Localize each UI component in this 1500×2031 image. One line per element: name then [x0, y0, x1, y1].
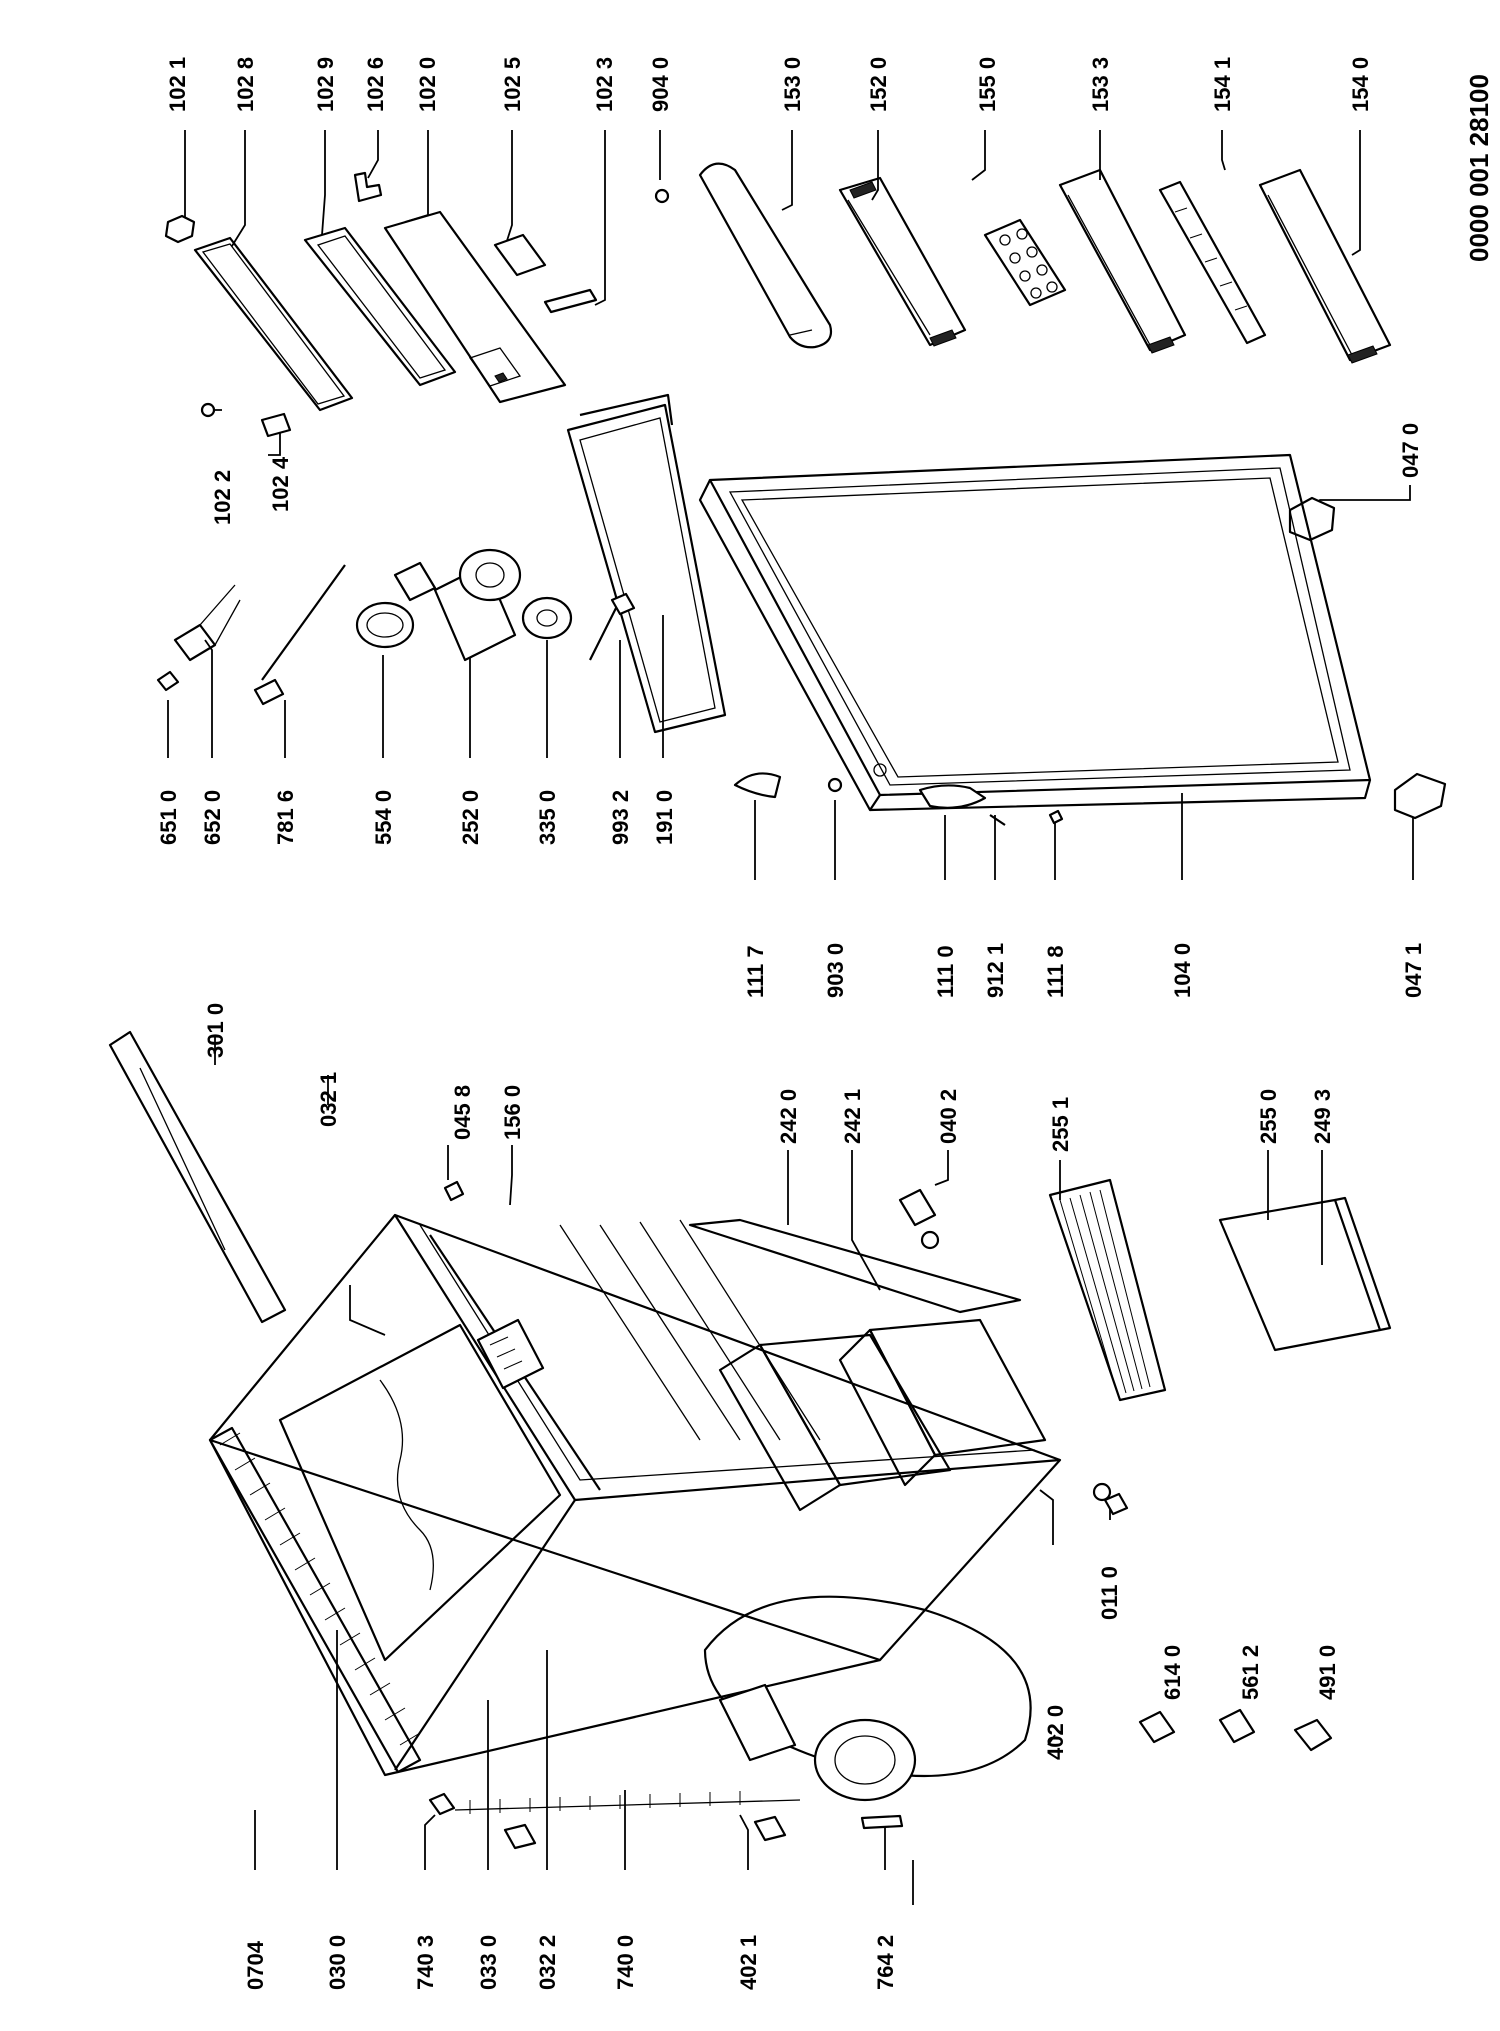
- label-6140: 614 0: [1160, 1645, 1185, 1700]
- label-7403: 740 3: [413, 1935, 438, 1990]
- label-5540: 554 0: [371, 790, 396, 845]
- label-1022: 102 2: [210, 470, 235, 525]
- label-4021: 402 1: [736, 1935, 761, 1990]
- label-9040: 904 0: [648, 57, 673, 112]
- label-1029: 102 9: [313, 57, 338, 112]
- label-1020: 102 0: [415, 57, 440, 112]
- label-6520: 652 0: [200, 790, 225, 845]
- small-parts-upper: [200, 402, 1336, 542]
- label-1021: 102 1: [165, 57, 190, 112]
- label-1025: 102 5: [500, 57, 525, 112]
- label-7816: 781 6: [273, 790, 298, 845]
- label-2493: 249 3: [1310, 1089, 1335, 1144]
- part-labels: 102 1 102 8 102 9 102 6 102 0 102 5 102 …: [156, 57, 1426, 1990]
- small-parts-lower: [1103, 1492, 1333, 1752]
- label-0300: 030 0: [325, 1935, 350, 1990]
- label-1024: 102 4: [268, 456, 293, 512]
- shelves: [1048, 1178, 1392, 1402]
- label-1541: 154 1: [1210, 57, 1235, 112]
- label-1520: 152 0: [866, 57, 891, 112]
- cabinet-body: [108, 1030, 1112, 1850]
- label-2520: 252 0: [458, 790, 483, 845]
- label-0110: 011 0: [1097, 1566, 1122, 1620]
- label-9121: 912 1: [983, 943, 1008, 998]
- label-2421: 242 1: [840, 1089, 865, 1144]
- middle-components: [156, 548, 1447, 826]
- label-1117: 111 7: [743, 945, 768, 998]
- label-4020: 402 0: [1043, 1705, 1068, 1760]
- label-4910: 491 0: [1315, 1645, 1340, 1700]
- label-1530: 153 0: [780, 57, 805, 112]
- label-1026: 102 6: [363, 57, 388, 112]
- label-2420: 242 0: [776, 1089, 801, 1144]
- label-1028: 102 8: [233, 57, 258, 112]
- label-1560: 156 0: [500, 1085, 525, 1140]
- label-2551: 255 1: [1048, 1097, 1073, 1152]
- label-9030: 903 0: [823, 943, 848, 998]
- label-1023: 102 3: [592, 57, 617, 112]
- label-0321: 032 1: [316, 1072, 341, 1127]
- label-0704: 0704: [243, 1940, 268, 1990]
- label-1533: 153 3: [1088, 57, 1113, 112]
- top-row-parts: [164, 162, 1392, 412]
- label-1910: 191 0: [652, 790, 677, 845]
- label-7400: 740 0: [613, 1935, 638, 1990]
- label-0458: 045 8: [450, 1085, 475, 1140]
- label-7642: 764 2: [873, 1935, 898, 1990]
- label-6510: 651 0: [156, 790, 181, 845]
- label-9932: 993 2: [608, 790, 633, 845]
- label-0322: 032 2: [535, 1935, 560, 1990]
- label-0330: 033 0: [476, 1935, 501, 1990]
- label-3350: 335 0: [535, 790, 560, 845]
- label-1540: 154 0: [1348, 57, 1373, 112]
- label-0470: 047 0: [1398, 423, 1423, 478]
- label-1550: 155 0: [975, 57, 1000, 112]
- label-1040: 104 0: [1170, 943, 1195, 998]
- door-assembly: [566, 393, 1372, 812]
- document-code: 0000 001 28100: [1464, 74, 1494, 262]
- label-1110: 111 0: [933, 945, 958, 998]
- label-0471: 047 1: [1401, 943, 1426, 998]
- label-0402: 040 2: [936, 1089, 961, 1144]
- label-2550: 255 0: [1256, 1089, 1281, 1144]
- label-3010: 301 0: [203, 1003, 228, 1058]
- label-1118: 111 8: [1043, 945, 1068, 998]
- leader-lines: [167, 130, 1414, 1905]
- label-5612: 561 2: [1238, 1645, 1263, 1700]
